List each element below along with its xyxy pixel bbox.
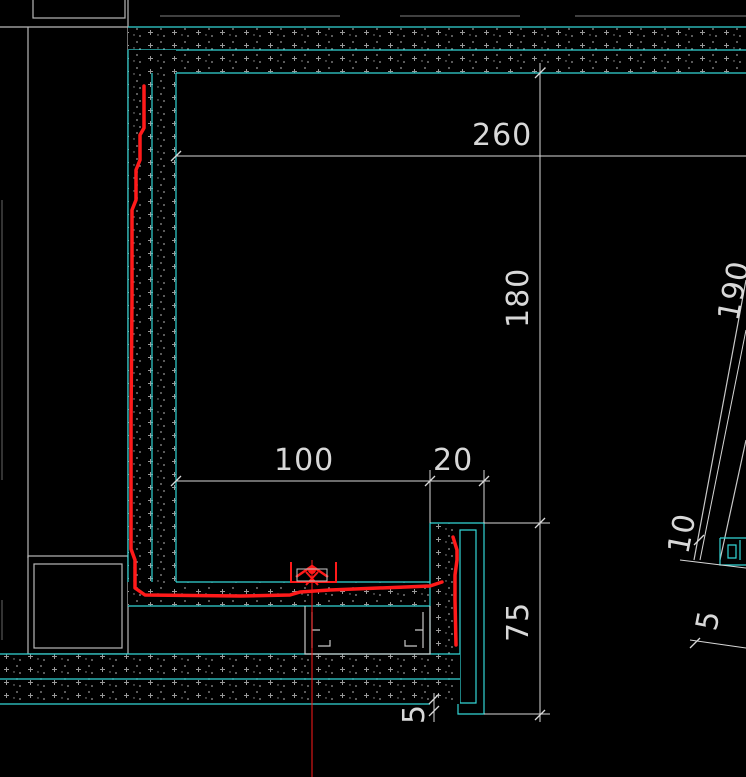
dim-10-label: 10 (661, 510, 703, 556)
dim-100-20 (170, 470, 490, 523)
red-markup (129, 84, 459, 647)
top-frame (0, 0, 746, 28)
mullion-section (304, 606, 431, 655)
dim-260-label: 260 (472, 118, 532, 153)
markup-right-stroke (451, 535, 459, 647)
left-insulation-band (127, 50, 177, 595)
markup-l-shape (129, 84, 444, 598)
dim-5-bottom (428, 693, 440, 722)
dim-75-label: 75 (501, 602, 536, 642)
bottom-insulation-band (0, 653, 460, 705)
dim-190-label: 190 (711, 258, 746, 324)
dim-260: 260 (170, 118, 746, 162)
dim-rotated (679, 329, 746, 649)
clip-fitting (290, 562, 337, 586)
dim-5-right-label: 5 (689, 607, 727, 633)
dim-20-label: 20 (433, 443, 473, 478)
top-insulation-band (128, 26, 746, 74)
left-column (1, 27, 129, 655)
dim-5-bottom-label: 5 (397, 704, 432, 724)
dim-100-label: 100 (274, 443, 334, 478)
dim-180-label: 180 (501, 268, 536, 328)
dim-vertical-main (484, 63, 550, 722)
